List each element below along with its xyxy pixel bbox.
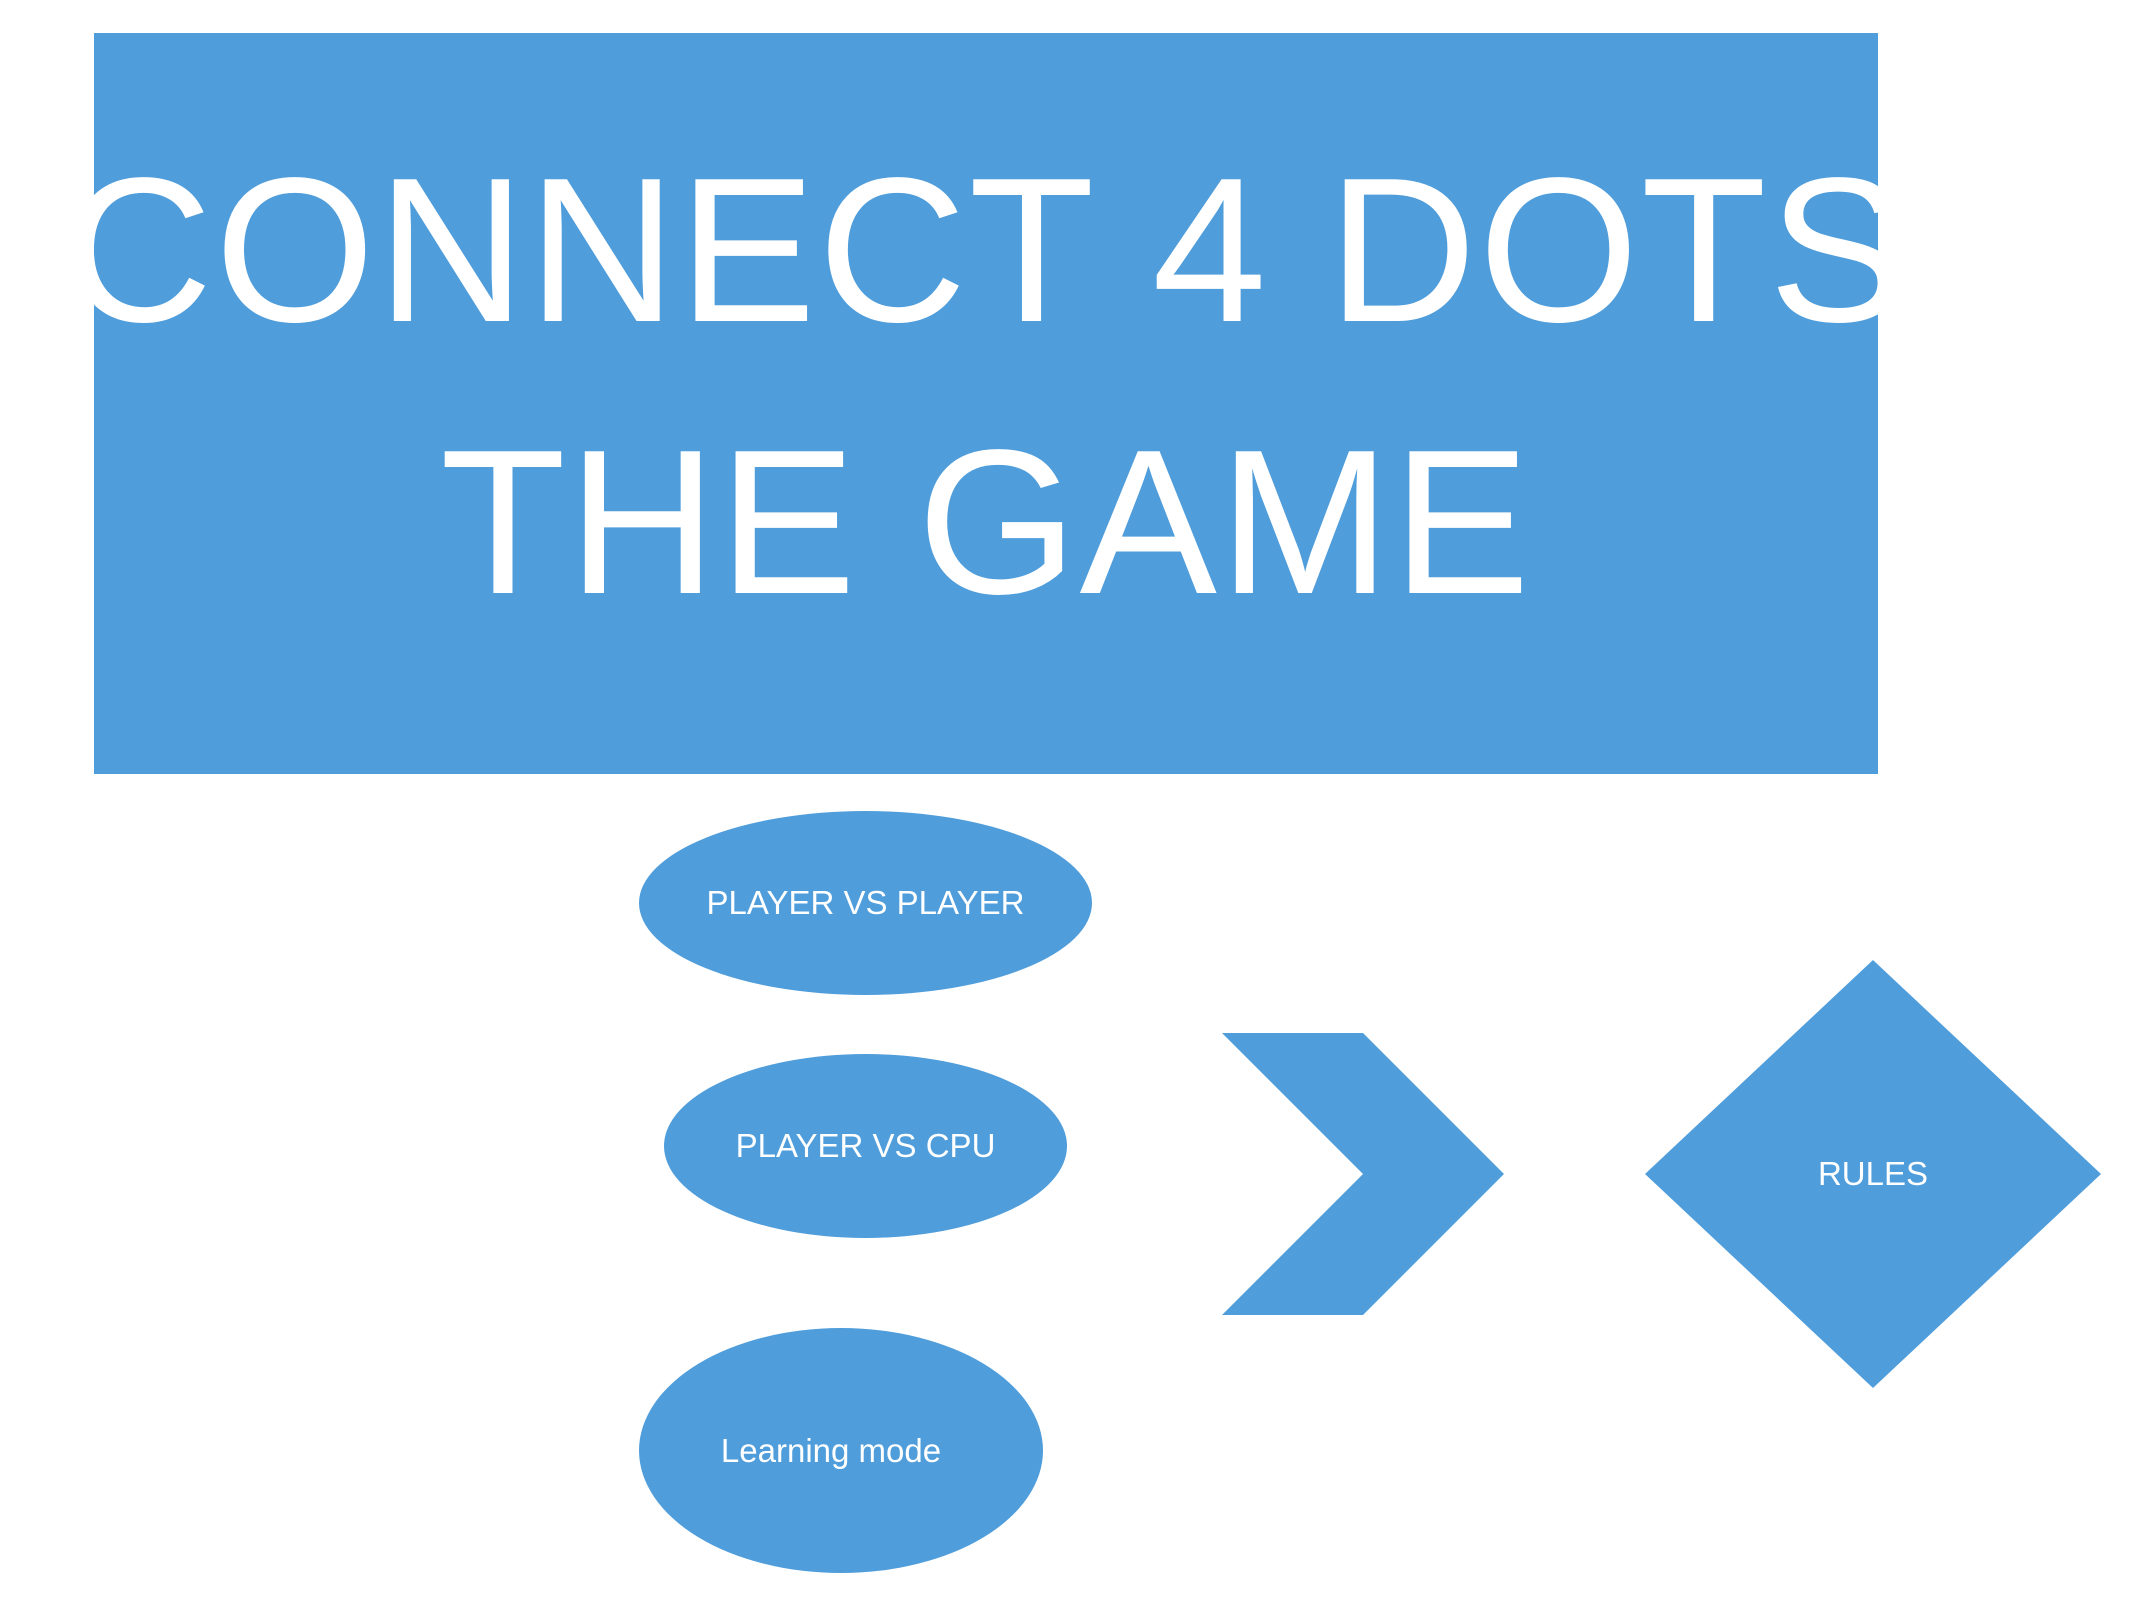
player-vs-player-label: PLAYER VS PLAYER (706, 884, 1025, 921)
title-line-2: THE GAME (440, 406, 1532, 637)
player-vs-cpu-button[interactable]: PLAYER VS CPU (664, 1054, 1067, 1238)
learning-mode-button[interactable]: Learning mode (639, 1328, 1043, 1573)
player-vs-cpu-label: PLAYER VS CPU (735, 1127, 996, 1164)
title-line-1: CONNECT 4 DOTS (63, 134, 1909, 365)
rules-button[interactable]: RULES (1645, 960, 2101, 1388)
learning-mode-label: Learning mode (720, 1431, 942, 1469)
title-banner: CONNECT 4 DOTS THE GAME (64, 33, 1906, 774)
chevron-right-icon[interactable] (1222, 1033, 1504, 1320)
player-vs-player-button[interactable]: PLAYER VS PLAYER (639, 811, 1092, 995)
